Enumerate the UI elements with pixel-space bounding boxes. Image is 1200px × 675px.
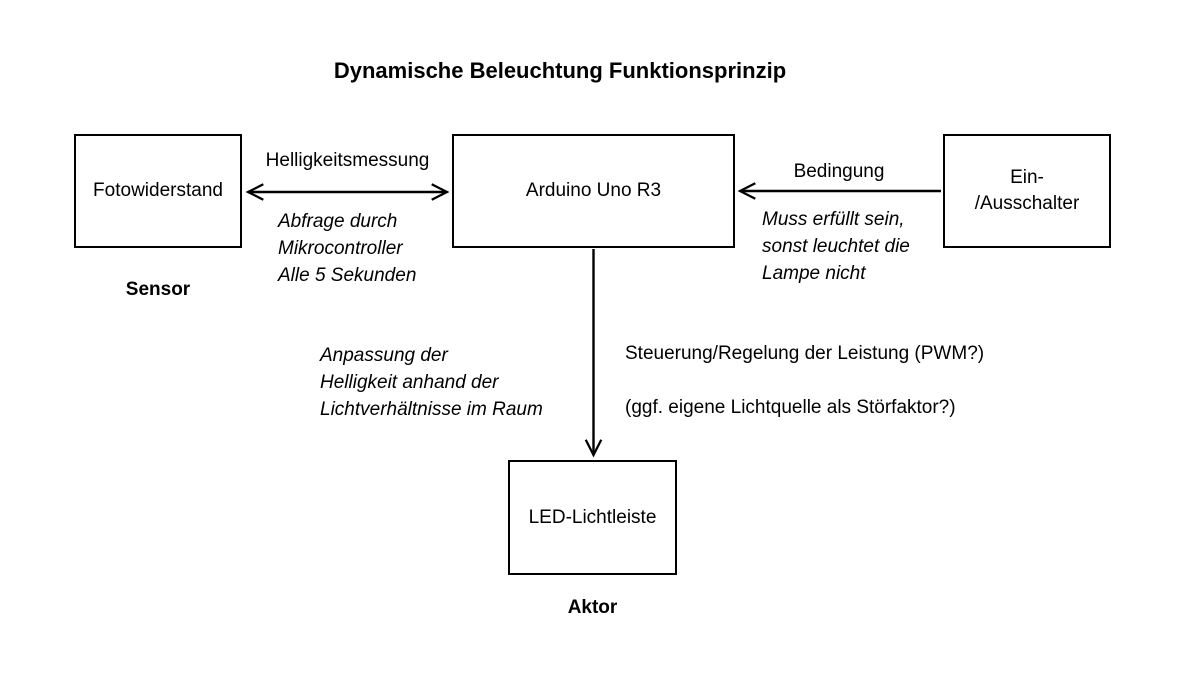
edge-bedingung-label: Bedingung bbox=[793, 161, 885, 182]
node-led-lichtleiste-label: LED-Lichtleiste bbox=[528, 506, 657, 528]
caption-sensor: Sensor bbox=[125, 279, 191, 300]
edge-steuerung-label-line2: (ggf. eigene Lichtquelle als Störfaktor?… bbox=[625, 397, 956, 418]
edge-helligkeitsmessung-label: Helligkeitsmessung bbox=[265, 150, 430, 171]
node-fotowiderstand: Fotowiderstand bbox=[74, 134, 242, 248]
edge-helligkeitsmessung-note: Abfrage durch Mikrocontroller Alle 5 Sek… bbox=[278, 211, 417, 286]
node-fotowiderstand-label: Fotowiderstand bbox=[93, 180, 223, 201]
edge-steuerung-label-line1: Steuerung/Regelung der Leistung (PWM?) bbox=[625, 343, 985, 364]
node-arduino-label: Arduino Uno R3 bbox=[525, 180, 662, 201]
node-einausschalter-label: Ein- /Ausschalter bbox=[974, 167, 1080, 214]
node-einausschalter: Ein- /Ausschalter bbox=[943, 134, 1111, 248]
node-arduino: Arduino Uno R3 bbox=[452, 134, 735, 248]
node-led-lichtleiste: LED-Lichtleiste bbox=[508, 460, 677, 575]
edge-steuerung-note-left: Anpassung der Helligkeit anhand der Lich… bbox=[320, 345, 543, 420]
caption-aktor: Aktor bbox=[567, 597, 618, 618]
diagram-title: Dynamische Beleuchtung Funktionsprinzip bbox=[333, 58, 787, 83]
edge-bedingung-note: Muss erfüllt sein, sonst leuchtet die La… bbox=[762, 209, 910, 284]
